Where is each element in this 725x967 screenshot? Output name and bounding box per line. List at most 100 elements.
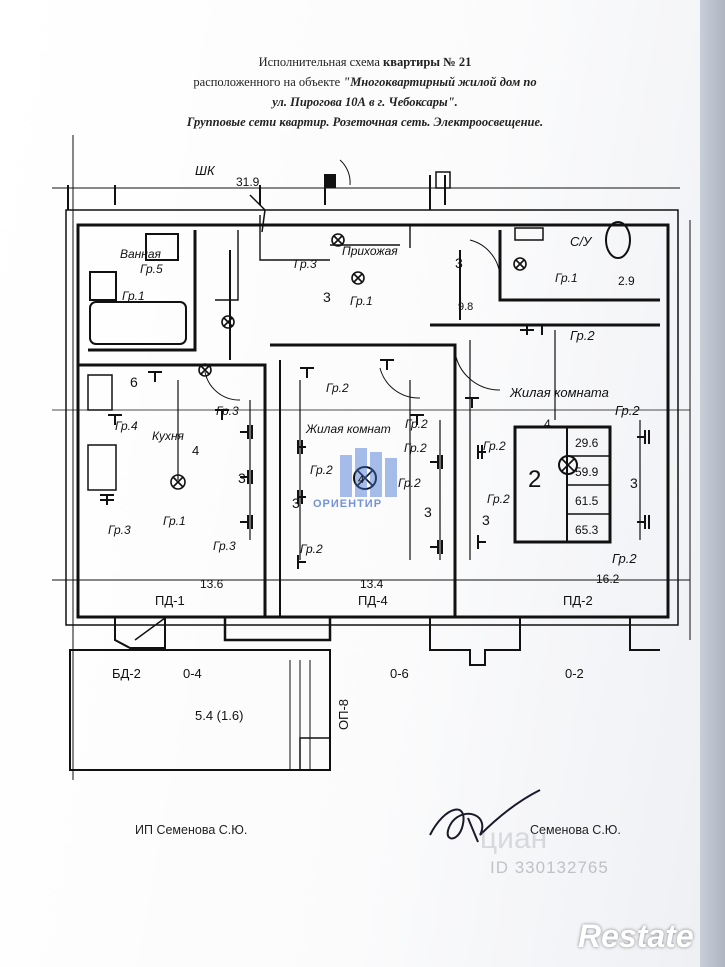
socket-3 bbox=[240, 515, 253, 529]
title-prefix: Исполнительная схема bbox=[258, 55, 380, 69]
window-living1 bbox=[223, 617, 332, 642]
toilet bbox=[605, 221, 631, 259]
kitchen-area: 13.6 bbox=[200, 577, 224, 591]
orient-watermark: ОРИЕНТИР bbox=[313, 498, 383, 510]
top-risers bbox=[67, 175, 446, 210]
lamp-living1 bbox=[353, 466, 377, 490]
living1-g2-mid: Гр.2 bbox=[398, 476, 421, 490]
balcony-column bbox=[299, 737, 331, 771]
table-value-4: 65.3 bbox=[575, 523, 599, 537]
socket-12 bbox=[637, 515, 650, 529]
restate-logo: Restate bbox=[578, 918, 694, 954]
window-o4-label: 0-4 bbox=[183, 666, 202, 681]
table-value-2: 59.9 bbox=[575, 465, 599, 479]
socket-11 bbox=[637, 430, 650, 444]
living2-area: 16.2 bbox=[596, 572, 620, 586]
sockets bbox=[100, 324, 650, 569]
outer-wall bbox=[76, 223, 670, 619]
balcony-door bbox=[134, 617, 166, 641]
socket-4 bbox=[297, 440, 306, 454]
door-bd2-label: БД-2 bbox=[112, 666, 141, 681]
washbasin bbox=[89, 271, 117, 301]
socket-9 bbox=[477, 445, 486, 459]
table-value-1: 29.6 bbox=[575, 436, 599, 450]
wc-area: 2.9 bbox=[618, 274, 635, 288]
lamp-hall-2 bbox=[331, 233, 345, 247]
socket-13 bbox=[100, 494, 114, 505]
table-number-2: 2 bbox=[528, 466, 541, 493]
title-apartment: квартиры № 21 bbox=[383, 55, 472, 69]
kitchen-g3-top: Гр.3 bbox=[216, 404, 239, 418]
window-op8-label: ОП-8 bbox=[336, 699, 351, 730]
room-living2-label: Жилая комната bbox=[509, 385, 609, 400]
document-header: Исполнительная схема квартиры № 21 распо… bbox=[150, 52, 580, 132]
object-name: "Многоквартирный жилой дом по bbox=[343, 75, 537, 89]
outer-wall-line bbox=[65, 209, 679, 626]
living2-number-3: 3 bbox=[630, 475, 638, 491]
bath-group-label: Гр.5 bbox=[140, 262, 163, 276]
lamp-bath bbox=[221, 315, 235, 329]
window-pd2-label: ПД-2 bbox=[563, 593, 593, 608]
room-living1-label: Жилая комнат bbox=[305, 422, 391, 436]
living1-g2-bottom: Гр.2 bbox=[300, 542, 323, 556]
living1-g2-left: Гр.2 bbox=[310, 463, 333, 477]
window-living2 bbox=[429, 617, 521, 666]
network-description: Групповые сети квартир. Розеточная сеть.… bbox=[186, 115, 544, 129]
living2-number-4: 4 bbox=[544, 417, 551, 431]
bath-wall bbox=[88, 230, 197, 352]
living1-g2-top: Гр.2 bbox=[326, 381, 349, 395]
door-living1 bbox=[379, 367, 421, 399]
panel-value: 31.9 bbox=[236, 175, 260, 189]
window-o6-label: 0-6 bbox=[390, 666, 409, 681]
door-kitchen bbox=[204, 371, 241, 401]
socket-18 bbox=[300, 367, 314, 378]
living2-g2-top: Гр.2 bbox=[570, 328, 595, 343]
sheet-edge bbox=[700, 0, 725, 967]
socket-7 bbox=[430, 455, 443, 469]
wc-g1-label: Гр.1 bbox=[555, 271, 578, 285]
balcony-area: 5.4 (1.6) bbox=[195, 708, 243, 723]
socket-5 bbox=[297, 490, 306, 504]
living1-wall bbox=[270, 343, 457, 617]
living2-number-3b: 3 bbox=[482, 512, 490, 528]
socket-21 bbox=[465, 397, 479, 408]
socket-1 bbox=[240, 425, 253, 439]
socket-19 bbox=[380, 359, 394, 370]
kitchen-number-6: 6 bbox=[130, 374, 138, 390]
kitchen-number-3: 3 bbox=[238, 470, 246, 486]
hall-g3-label: Гр.3 bbox=[294, 257, 317, 271]
socket-10 bbox=[477, 535, 486, 549]
wc-number-3: 3 bbox=[455, 255, 463, 271]
stove bbox=[87, 444, 117, 491]
living1-g2-right: Гр.2 bbox=[405, 417, 428, 431]
lamp-hall bbox=[351, 271, 365, 285]
bath-g1-label: Гр.1 bbox=[122, 289, 145, 303]
socket-16 bbox=[535, 324, 549, 335]
bath-box bbox=[145, 233, 179, 261]
living2-g2-right: Гр.2 bbox=[615, 403, 640, 418]
door-wc bbox=[469, 239, 501, 281]
living2-g2-bottom: Гр.2 bbox=[612, 551, 637, 566]
door-living2 bbox=[454, 351, 501, 391]
signature-left-name: ИП Семенова С.Ю. bbox=[135, 823, 248, 837]
window-right bbox=[629, 617, 660, 651]
window-kitchen bbox=[114, 617, 166, 649]
socket-6 bbox=[297, 555, 306, 569]
kitchen-g4-label: Гр.4 bbox=[115, 419, 138, 433]
hall-area: 9.8 bbox=[458, 301, 473, 313]
socket-20 bbox=[410, 414, 424, 425]
living1-area: 13.4 bbox=[360, 577, 384, 591]
table-value-3: 61.5 bbox=[575, 494, 599, 508]
kitchen-g3-left: Гр.3 bbox=[108, 523, 131, 537]
wc-wall bbox=[498, 230, 660, 302]
living2-g2-mid: Гр.2 bbox=[487, 492, 510, 506]
lamp-wc bbox=[513, 257, 527, 271]
kitchen-number-4: 4 bbox=[192, 443, 199, 458]
room-wc-label: С/У bbox=[570, 234, 593, 249]
socket-15 bbox=[520, 324, 534, 335]
object-address: ул. Пирогова 10А в г. Чебоксары". bbox=[272, 95, 458, 109]
living2-g2-left: Гр.2 bbox=[483, 439, 506, 453]
wc-box bbox=[514, 227, 544, 241]
header-line-2: расположенного на объекте "Многоквартирн… bbox=[150, 72, 580, 92]
living1-number-3: 3 bbox=[292, 495, 300, 511]
